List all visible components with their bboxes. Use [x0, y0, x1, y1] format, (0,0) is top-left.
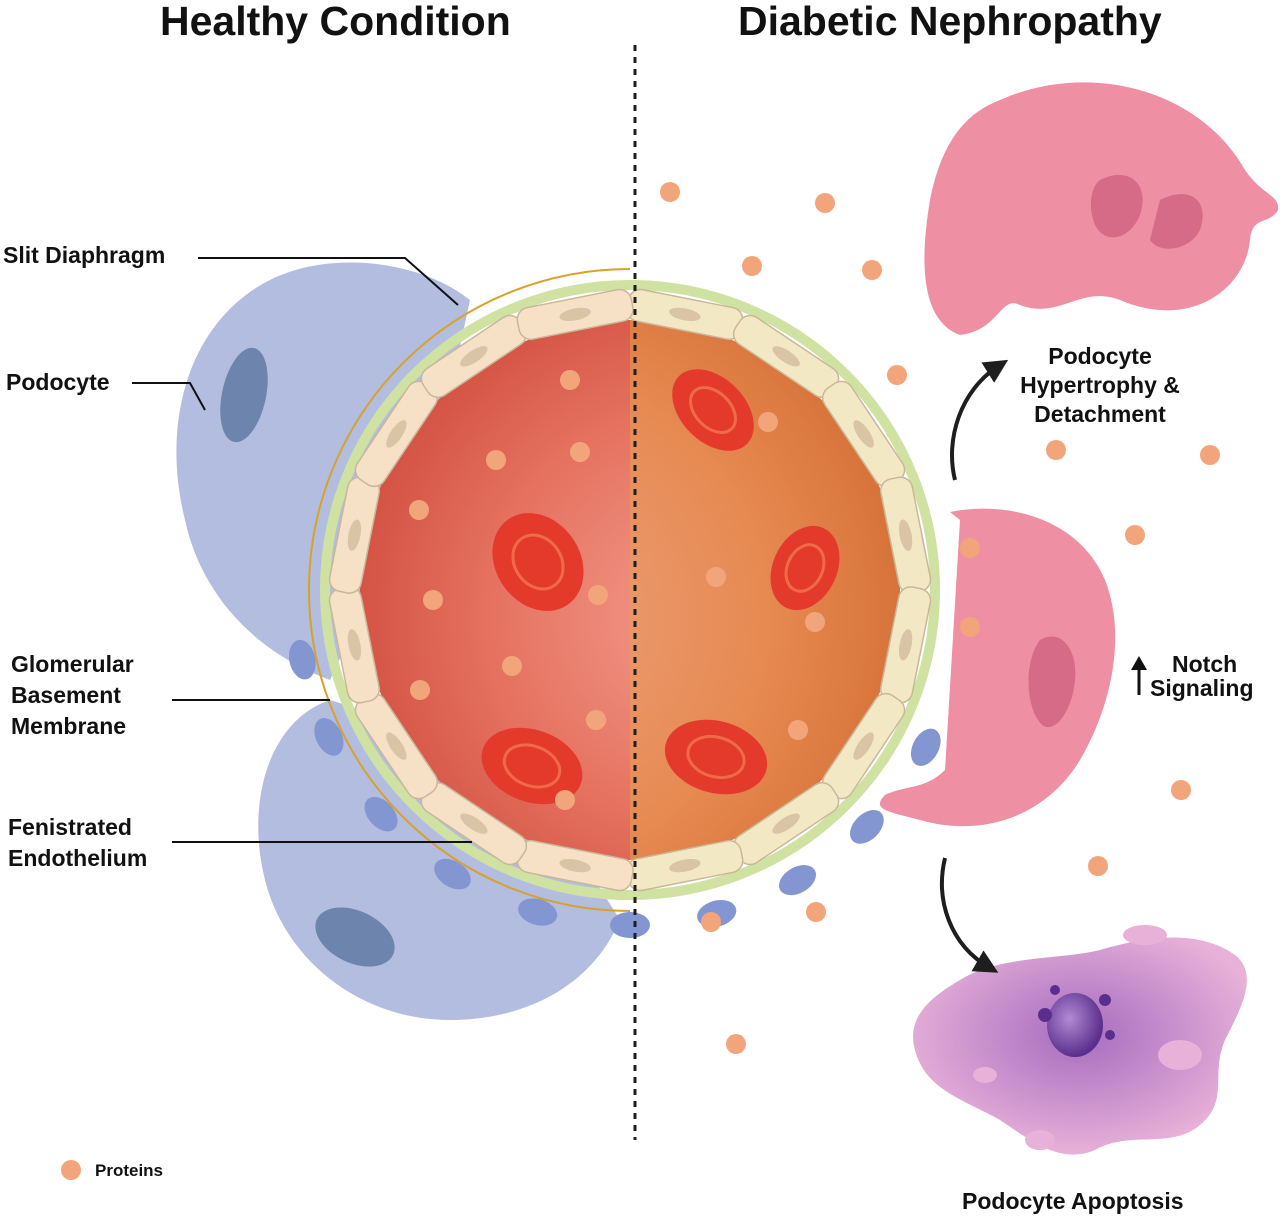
label-podocyte: Podocyte [6, 369, 110, 395]
leader-lines [132, 257, 472, 843]
healthy-podocyte-upper [176, 262, 470, 680]
legend-proteins-label: Proteins [95, 1161, 164, 1180]
apoptotic-podocyte [913, 925, 1247, 1155]
foot-process [850, 810, 884, 844]
label-endothelium-line2: Endothelium [8, 845, 148, 871]
label-hypertrophy-line3: Detachment [1034, 401, 1166, 427]
label-hypertrophy-line1: Podocyte [1048, 343, 1152, 369]
protein-dot [788, 720, 808, 740]
foot-process [434, 858, 471, 890]
foot-process [288, 639, 316, 680]
glomerular-capillary [288, 268, 941, 938]
protein-particles [409, 182, 1220, 1054]
basement-membrane [320, 280, 940, 900]
protein-dot [887, 365, 907, 385]
label-notch: Notch Signaling [1150, 652, 1254, 700]
protein-dot [486, 450, 506, 470]
foot-process [779, 865, 816, 896]
protein-dot [701, 912, 721, 932]
title-healthy: Healthy Condition [160, 0, 511, 44]
label-notch-line2: Signaling [1150, 675, 1254, 701]
protein-dot [960, 617, 980, 637]
protein-dot [409, 500, 429, 520]
label-hypertrophy-line2: Hypertrophy & [1020, 372, 1180, 398]
protein-dot [815, 193, 835, 213]
red-blood-cell [770, 525, 840, 611]
protein-dot [726, 1034, 746, 1054]
protein-dot [1125, 525, 1145, 545]
apoptotic-nucleus [1047, 993, 1103, 1057]
protein-dot [742, 256, 762, 276]
protein-dot [570, 442, 590, 462]
foot-process [910, 728, 941, 766]
protein-dot [706, 567, 726, 587]
foot-process [518, 898, 558, 926]
protein-dot [660, 182, 680, 202]
protein-dot [560, 370, 580, 390]
notch-up-arrow-icon [1131, 656, 1147, 695]
red-blood-cell [481, 727, 583, 805]
endothelial-cell [822, 692, 906, 800]
foot-process [610, 912, 650, 938]
podocyte-nucleus-lower [315, 907, 395, 967]
label-slit-diaphragm: Slit Diaphragm [3, 242, 166, 268]
endothelial-cell [354, 380, 438, 488]
podocyte-nucleus [220, 347, 268, 443]
protein-dot [586, 710, 606, 730]
label-gbm-line3: Membrane [11, 713, 127, 739]
label-gbm-line1: Glomerular [11, 651, 134, 677]
arrow-to-apoptosis [940, 857, 999, 973]
protein-dot [410, 680, 430, 700]
arrow-to-hypertrophy [950, 359, 1009, 481]
label-endothelium-line1: Fenistrated [8, 814, 132, 840]
label-hypertrophy: Podocyte Hypertrophy & Detachment [1000, 342, 1200, 429]
protein-dot [423, 590, 443, 610]
foot-process [314, 717, 344, 756]
protein-dot [555, 790, 575, 810]
protein-dot [758, 412, 778, 432]
label-notch-line1: Notch [1172, 651, 1238, 677]
diseased-podocyte-middle [879, 508, 1116, 827]
label-endothelium: Fenistrated Endothelium [8, 812, 147, 874]
slit-membrane-line [308, 268, 630, 912]
label-gbm-line2: Basement [11, 682, 121, 708]
protein-dot [1088, 856, 1108, 876]
label-apoptosis: Podocyte Apoptosis [962, 1188, 1184, 1214]
protein-dot [862, 260, 882, 280]
protein-dot [1200, 445, 1220, 465]
foot-process [364, 796, 398, 832]
red-blood-cell [664, 719, 768, 795]
red-blood-cell [672, 369, 754, 451]
title-diabetic: Diabetic Nephropathy [738, 0, 1162, 44]
protein-dot [805, 612, 825, 632]
endothelial-cell [420, 782, 528, 866]
protein-dot [960, 538, 980, 558]
protein-dot [806, 902, 826, 922]
healthy-lumen [360, 320, 630, 860]
legend-protein-dot [61, 1160, 81, 1180]
protein-dot [1046, 440, 1066, 460]
protein-dot [588, 585, 608, 605]
endothelial-cell [516, 288, 634, 341]
label-gbm: Glomerular Basement Membrane [11, 649, 134, 742]
diseased-podocyte-top [924, 82, 1279, 336]
protein-dot [1171, 780, 1191, 800]
red-blood-cell [492, 513, 584, 611]
protein-dot [502, 656, 522, 676]
